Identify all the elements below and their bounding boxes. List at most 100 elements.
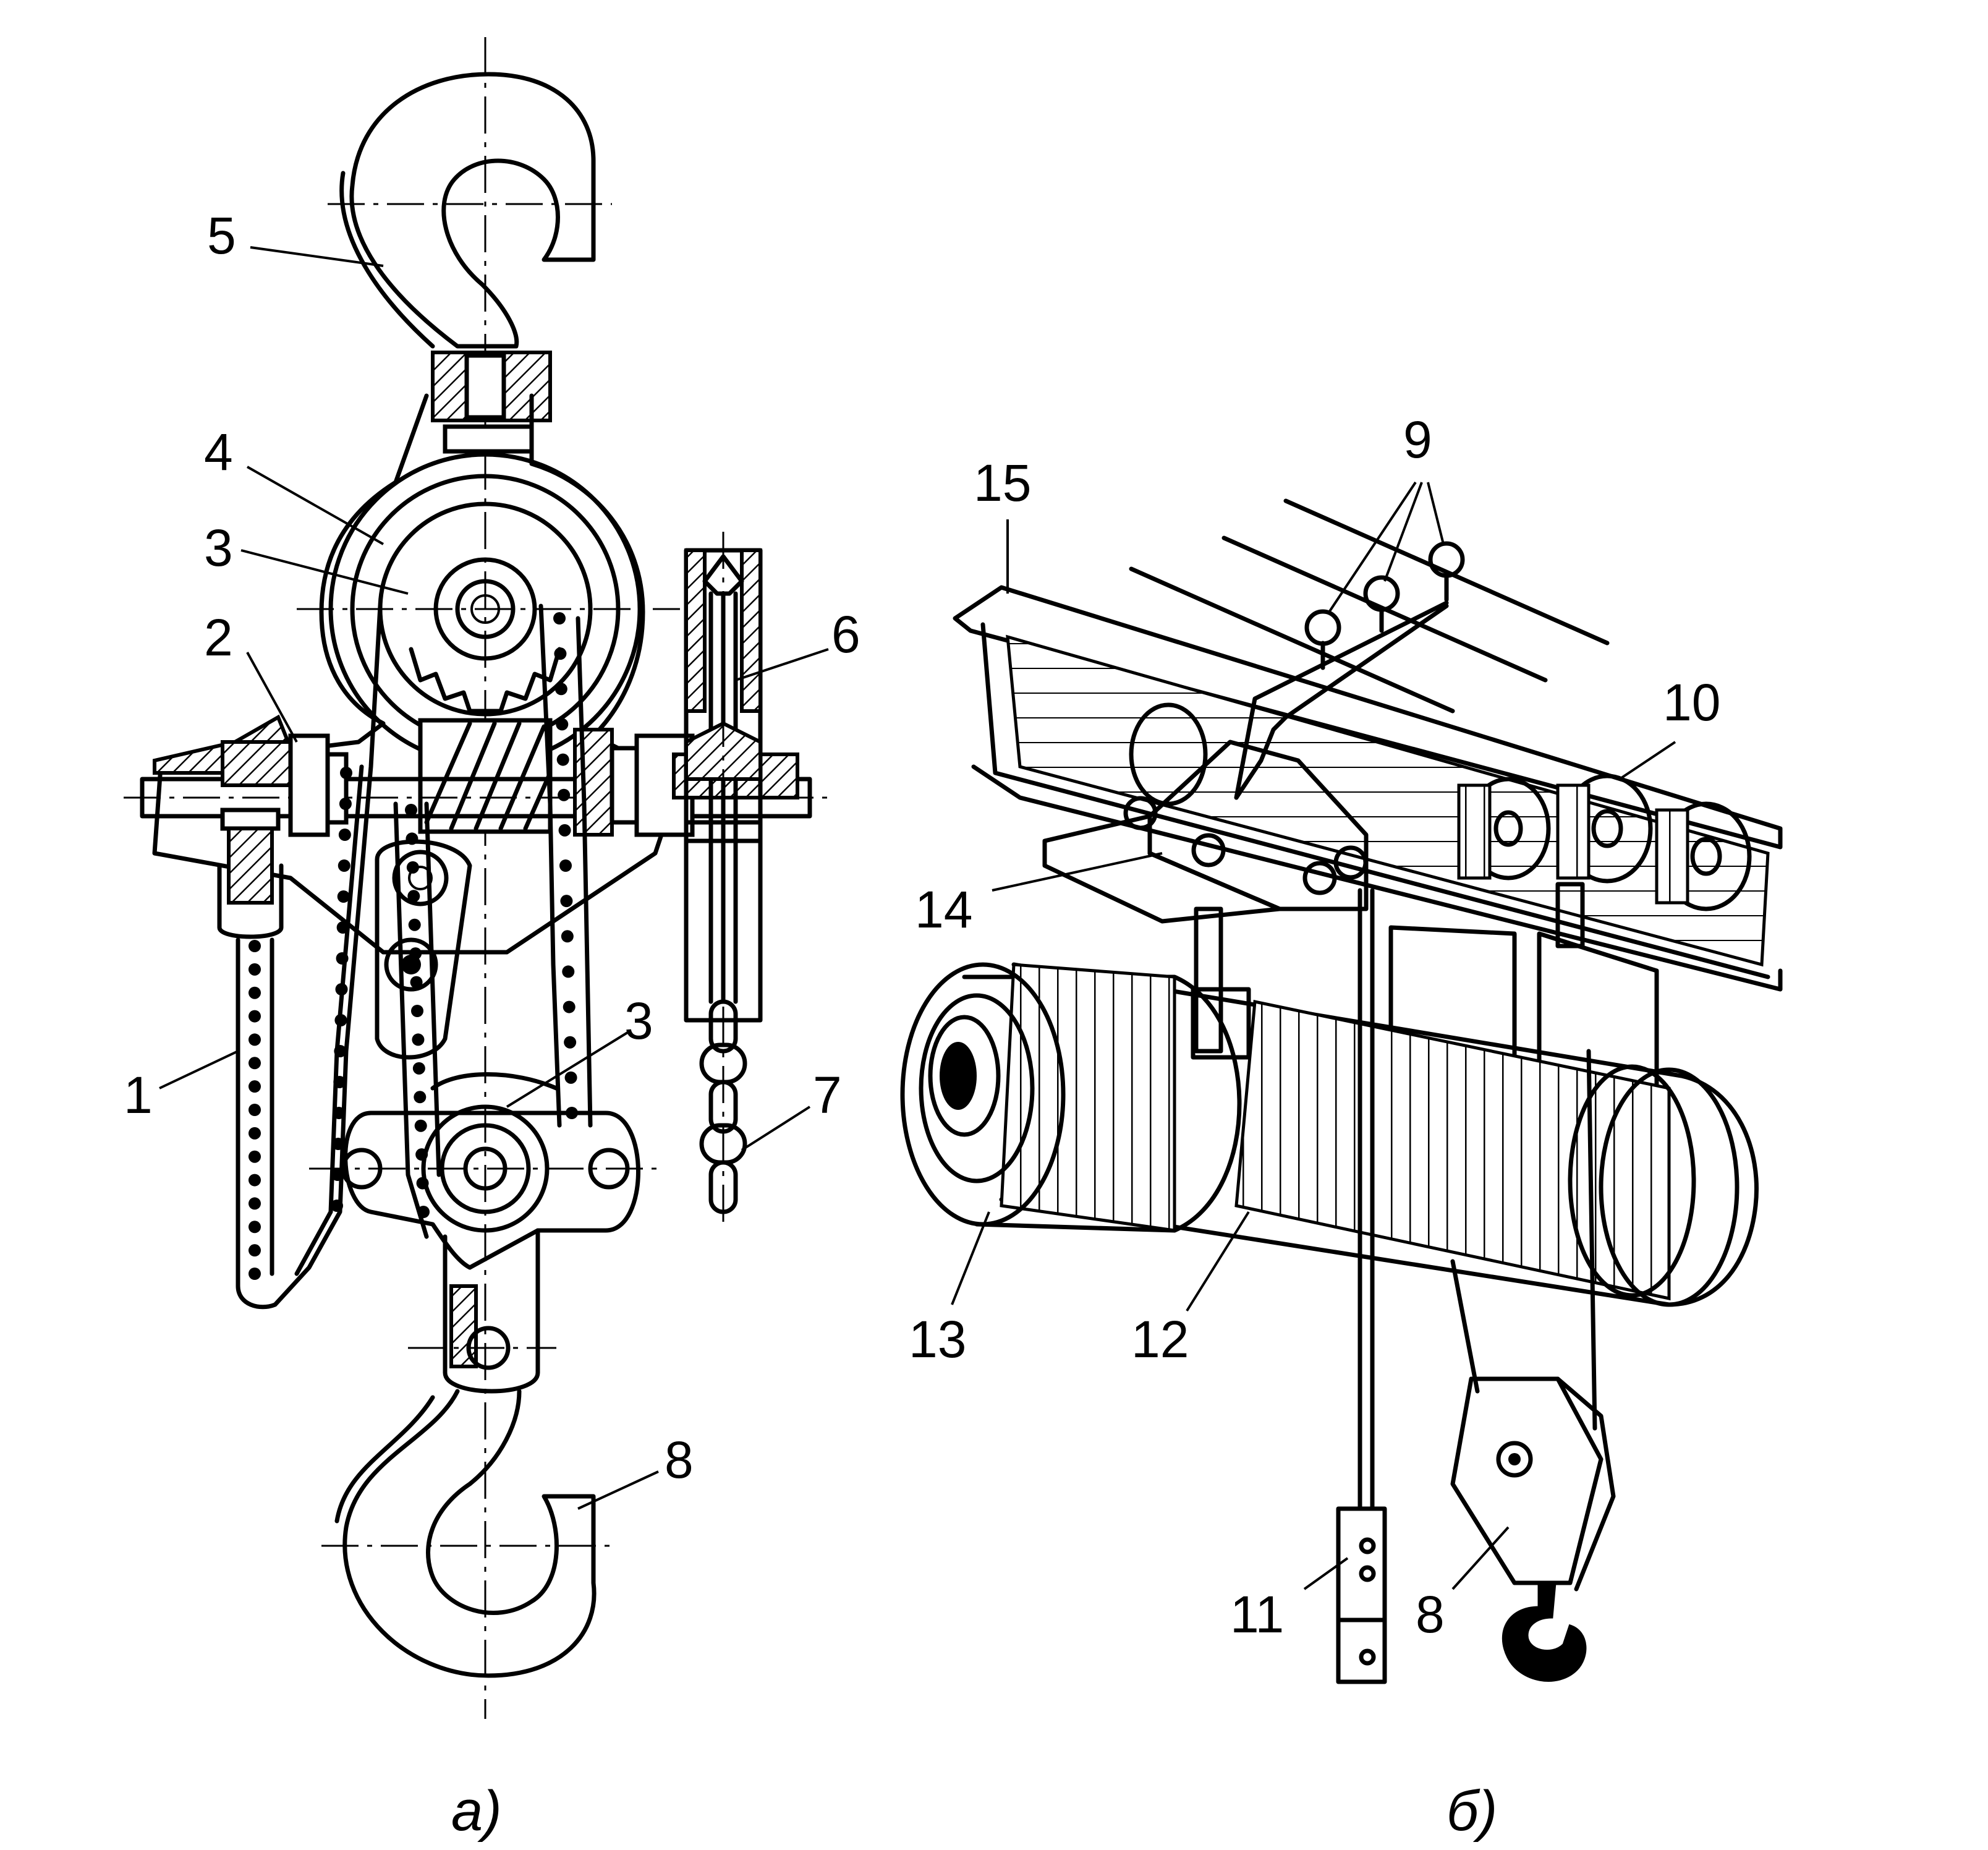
label-10: 10 <box>1663 673 1720 731</box>
label-9: 9 <box>1403 411 1432 469</box>
chain-link <box>248 1174 261 1187</box>
chain-link <box>333 1076 346 1088</box>
chain-link <box>248 1197 261 1210</box>
labels-b: 9 15 10 14 13 12 11 8 б) <box>909 411 1720 1843</box>
chain-link <box>410 976 423 989</box>
chain-link <box>248 1080 261 1093</box>
label-7: 7 <box>813 1066 842 1124</box>
leaders-b <box>951 481 1676 1590</box>
chain-link <box>336 921 349 934</box>
idler-bracket <box>375 839 472 1060</box>
rope-drum <box>999 962 1759 1307</box>
label-3-upper: 3 <box>204 519 233 577</box>
labels-a: 5 4 3 2 1 3 6 7 8 а) <box>124 207 860 1843</box>
trolley-wheels <box>1457 774 1752 911</box>
chain-link <box>332 1138 345 1150</box>
chain-link <box>556 753 569 766</box>
chain-link <box>248 963 261 976</box>
chain-link <box>335 983 348 995</box>
label-12: 12 <box>1131 1310 1189 1368</box>
chain-link <box>248 1010 261 1023</box>
chain-link <box>338 859 350 872</box>
swivel-nut <box>443 424 534 454</box>
chain-link <box>553 612 566 624</box>
insulators <box>1304 541 1465 670</box>
hoist-rope-right <box>1586 1049 1597 1431</box>
chain-link <box>411 1005 423 1017</box>
chain-link <box>248 1033 261 1046</box>
label-5: 5 <box>207 207 236 265</box>
hook-block <box>1450 1376 1616 1682</box>
chain-link <box>331 1200 343 1212</box>
lower-hook <box>321 1389 612 1678</box>
chain-link <box>248 1104 261 1116</box>
label-11: 11 <box>1230 1585 1284 1643</box>
chain-link <box>337 890 350 903</box>
hand-chain-links <box>248 612 578 1280</box>
hoist-rope-left <box>1450 1259 1480 1394</box>
chain-link <box>248 1127 261 1140</box>
gear-teeth <box>409 647 562 714</box>
label-8-a: 8 <box>665 1431 694 1489</box>
chain-link <box>412 1062 425 1075</box>
hand-wheel-section <box>684 532 763 1230</box>
hand-chain <box>236 603 578 1310</box>
chain-link <box>340 767 352 779</box>
chain-hoist-view <box>124 37 829 1719</box>
chain-link <box>412 1033 425 1046</box>
chain-link <box>248 986 261 999</box>
chain-link <box>407 890 420 903</box>
label-1: 1 <box>124 1066 153 1124</box>
chain-link <box>248 1244 261 1257</box>
upper-hook <box>328 72 612 349</box>
chain-link <box>561 930 574 943</box>
load-chain <box>393 603 593 1239</box>
chain-link <box>408 918 421 931</box>
electric-hoist-view <box>900 481 1783 1684</box>
label-3-lower: 3 <box>624 992 653 1050</box>
trolley-frame <box>1042 702 1369 924</box>
i-beam-rail <box>953 585 1783 992</box>
label-4: 4 <box>204 423 233 481</box>
brake-housing <box>153 714 349 837</box>
current-collector <box>1234 600 1449 800</box>
chain-link <box>405 804 417 816</box>
chain-link <box>334 1014 347 1026</box>
chain-link <box>554 647 567 660</box>
chain-link <box>248 940 261 952</box>
chain-link <box>554 683 567 696</box>
chain-link <box>556 718 569 731</box>
label-15: 15 <box>974 454 1031 512</box>
chain-link <box>248 1057 261 1070</box>
label-8-b: 8 <box>1416 1585 1445 1643</box>
chain-link <box>560 895 573 908</box>
lower-block <box>309 1072 661 1394</box>
right-housing <box>573 728 799 837</box>
chain-link <box>562 965 575 978</box>
hoist-hook <box>1502 1581 1587 1682</box>
chain-link <box>339 798 352 810</box>
label-13: 13 <box>909 1310 966 1368</box>
chain-link <box>334 1045 347 1057</box>
chain-link <box>414 1119 427 1132</box>
chain-anchor <box>227 827 274 905</box>
chain-link <box>248 1268 261 1280</box>
chain-link <box>248 1221 261 1234</box>
motor-housing <box>900 962 1242 1233</box>
label-14: 14 <box>915 880 972 939</box>
label-6: 6 <box>831 605 860 663</box>
label-2: 2 <box>204 608 233 667</box>
caption-b: б) <box>1446 1780 1497 1843</box>
chain-link <box>338 829 351 841</box>
chain-link <box>336 952 349 965</box>
chain-link <box>331 1169 344 1181</box>
swivel-pin <box>464 353 506 420</box>
chain-link <box>564 1036 577 1049</box>
chain-link <box>558 788 571 801</box>
chain-link <box>406 861 419 874</box>
chain-link <box>564 1071 577 1084</box>
chain-link <box>559 859 572 872</box>
chain-link <box>333 1107 346 1119</box>
control-pendant <box>1336 1506 1387 1684</box>
